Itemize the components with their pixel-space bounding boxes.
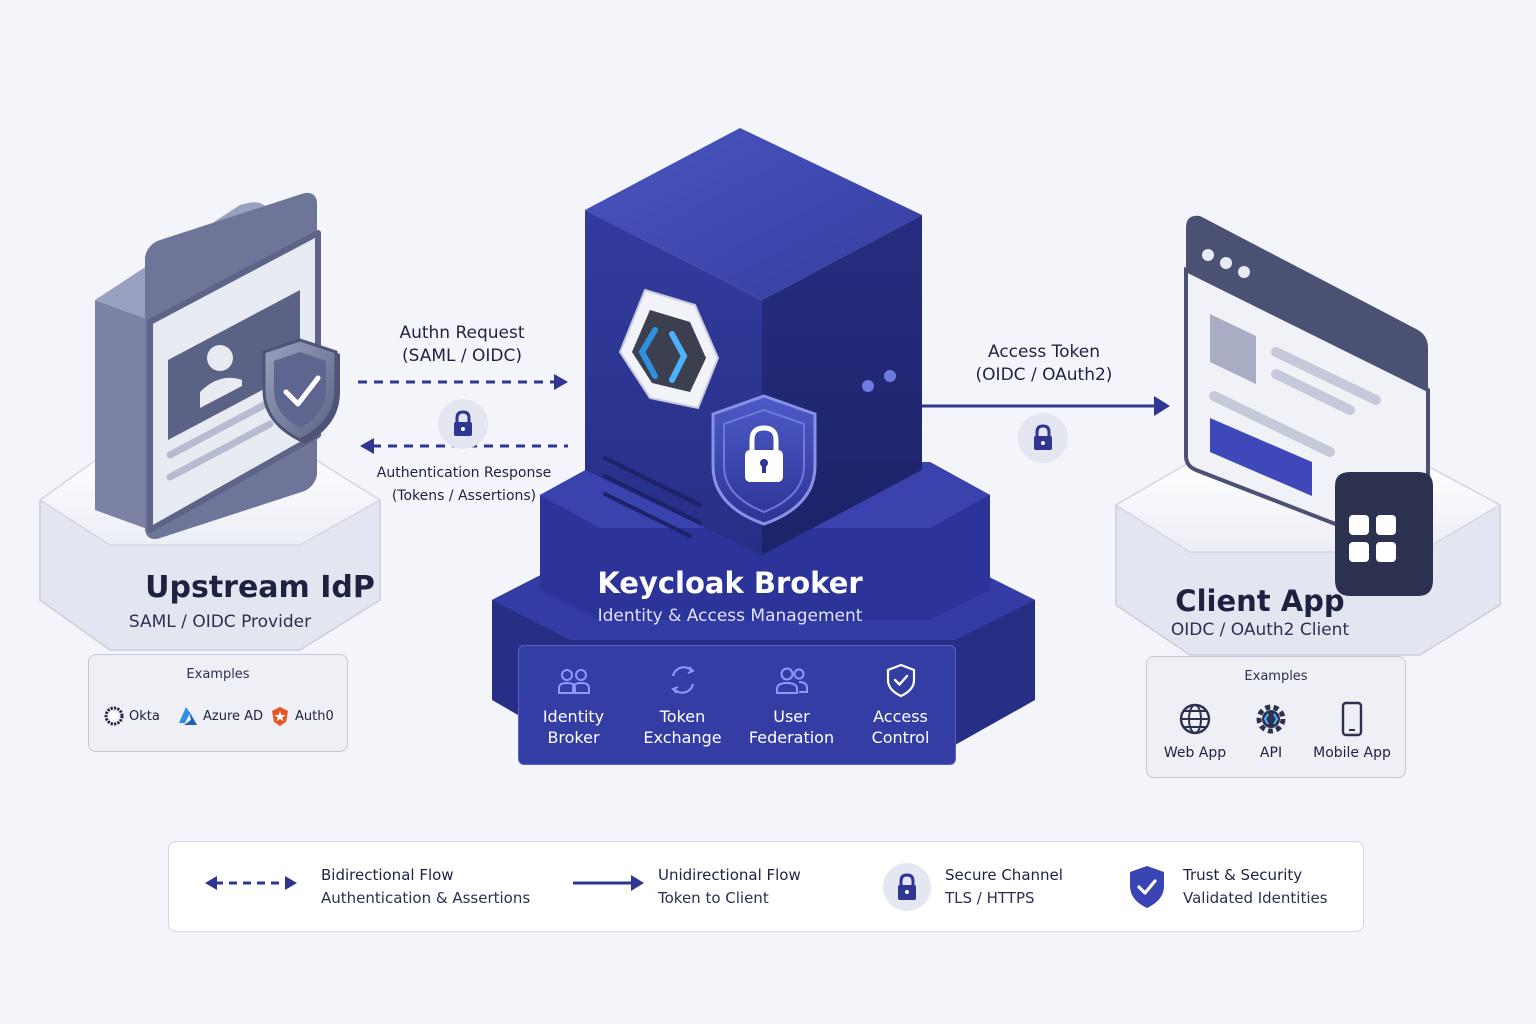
broker-shield-lock-icon bbox=[711, 394, 817, 526]
idp-id-card-device bbox=[95, 192, 321, 540]
feature-label: Access Control bbox=[871, 707, 930, 747]
auth0-logo-icon bbox=[272, 707, 288, 726]
access-token-arrow bbox=[922, 396, 1170, 416]
feature-token-exchange: Token Exchange bbox=[628, 646, 737, 764]
vendor-azure: Azure AD bbox=[177, 705, 263, 727]
feature-label: Identity Broker bbox=[542, 707, 605, 747]
authn-request-arrow bbox=[358, 374, 568, 390]
legend-bidirectional: Bidirectional Flow Authentication & Asse… bbox=[321, 866, 531, 907]
feature-user-federation: User Federation bbox=[737, 646, 846, 764]
solid-arrow-icon bbox=[573, 875, 644, 891]
idp-title: Upstream IdP bbox=[145, 570, 375, 605]
feature-access-control: Access Control bbox=[846, 646, 955, 764]
client-examples-panel: Examples Web App API Mobi bbox=[1146, 656, 1406, 778]
example-api: API bbox=[1241, 701, 1301, 761]
user-group-icon bbox=[775, 667, 808, 694]
client-title: Client App bbox=[1175, 584, 1345, 618]
legend-trust-security: Trust & Security Validated Identities bbox=[1183, 866, 1328, 907]
phone-icon bbox=[1341, 701, 1363, 737]
legend-secure-channel: Secure Channel TLS / HTTPS bbox=[945, 866, 1063, 907]
globe-icon bbox=[1179, 703, 1211, 735]
client-subtitle: OIDC / OAuth2 Client bbox=[1170, 620, 1350, 640]
feature-identity-broker: Identity Broker bbox=[519, 646, 628, 764]
okta-logo-icon bbox=[104, 706, 124, 726]
legend-panel: Bidirectional Flow Authentication & Asse… bbox=[168, 841, 1364, 932]
feature-label: Token Exchange bbox=[643, 707, 722, 747]
dashed-double-arrow-icon bbox=[205, 876, 297, 890]
broker-subtitle: Identity & Access Management bbox=[597, 606, 863, 626]
azure-logo-icon bbox=[179, 707, 197, 725]
broker-title: Keycloak Broker bbox=[597, 566, 863, 600]
authn-request-label: Authn Request (SAML / OIDC) bbox=[399, 323, 525, 366]
gear-code-icon bbox=[1256, 704, 1286, 734]
client-examples-title: Examples bbox=[1244, 669, 1308, 684]
vendor-auth0: Auth0 bbox=[269, 705, 334, 727]
users-icon bbox=[557, 669, 590, 694]
keycloak-logo-icon bbox=[618, 288, 720, 410]
exchange-icon bbox=[670, 666, 695, 694]
lock-badge-icon bbox=[1018, 413, 1068, 463]
idp-examples-title: Examples bbox=[186, 667, 250, 682]
idp-subtitle: SAML / OIDC Provider bbox=[128, 612, 312, 632]
broker-features-panel: Identity Broker Token Exchange User Fede… bbox=[518, 645, 956, 765]
lock-badge-icon bbox=[438, 399, 488, 449]
shield-check-icon bbox=[1130, 866, 1164, 908]
access-token-label: Access Token (OIDC / OAuth2) bbox=[975, 342, 1113, 385]
vendor-okta: Okta bbox=[103, 705, 160, 727]
app-tile-icon bbox=[1335, 472, 1433, 596]
authn-response-label: Authentication Response (Tokens / Assert… bbox=[376, 465, 552, 504]
shield-check-icon bbox=[886, 663, 915, 698]
example-web-app: Web App bbox=[1161, 701, 1229, 761]
lock-icon bbox=[883, 863, 931, 911]
legend-unidirectional: Unidirectional Flow Token to Client bbox=[658, 866, 801, 907]
idp-shield-icon bbox=[262, 338, 340, 444]
feature-label: User Federation bbox=[748, 707, 835, 747]
example-mobile-app: Mobile App bbox=[1309, 701, 1395, 761]
idp-examples-panel: Examples Okta Azure AD Auth0 bbox=[88, 654, 348, 752]
